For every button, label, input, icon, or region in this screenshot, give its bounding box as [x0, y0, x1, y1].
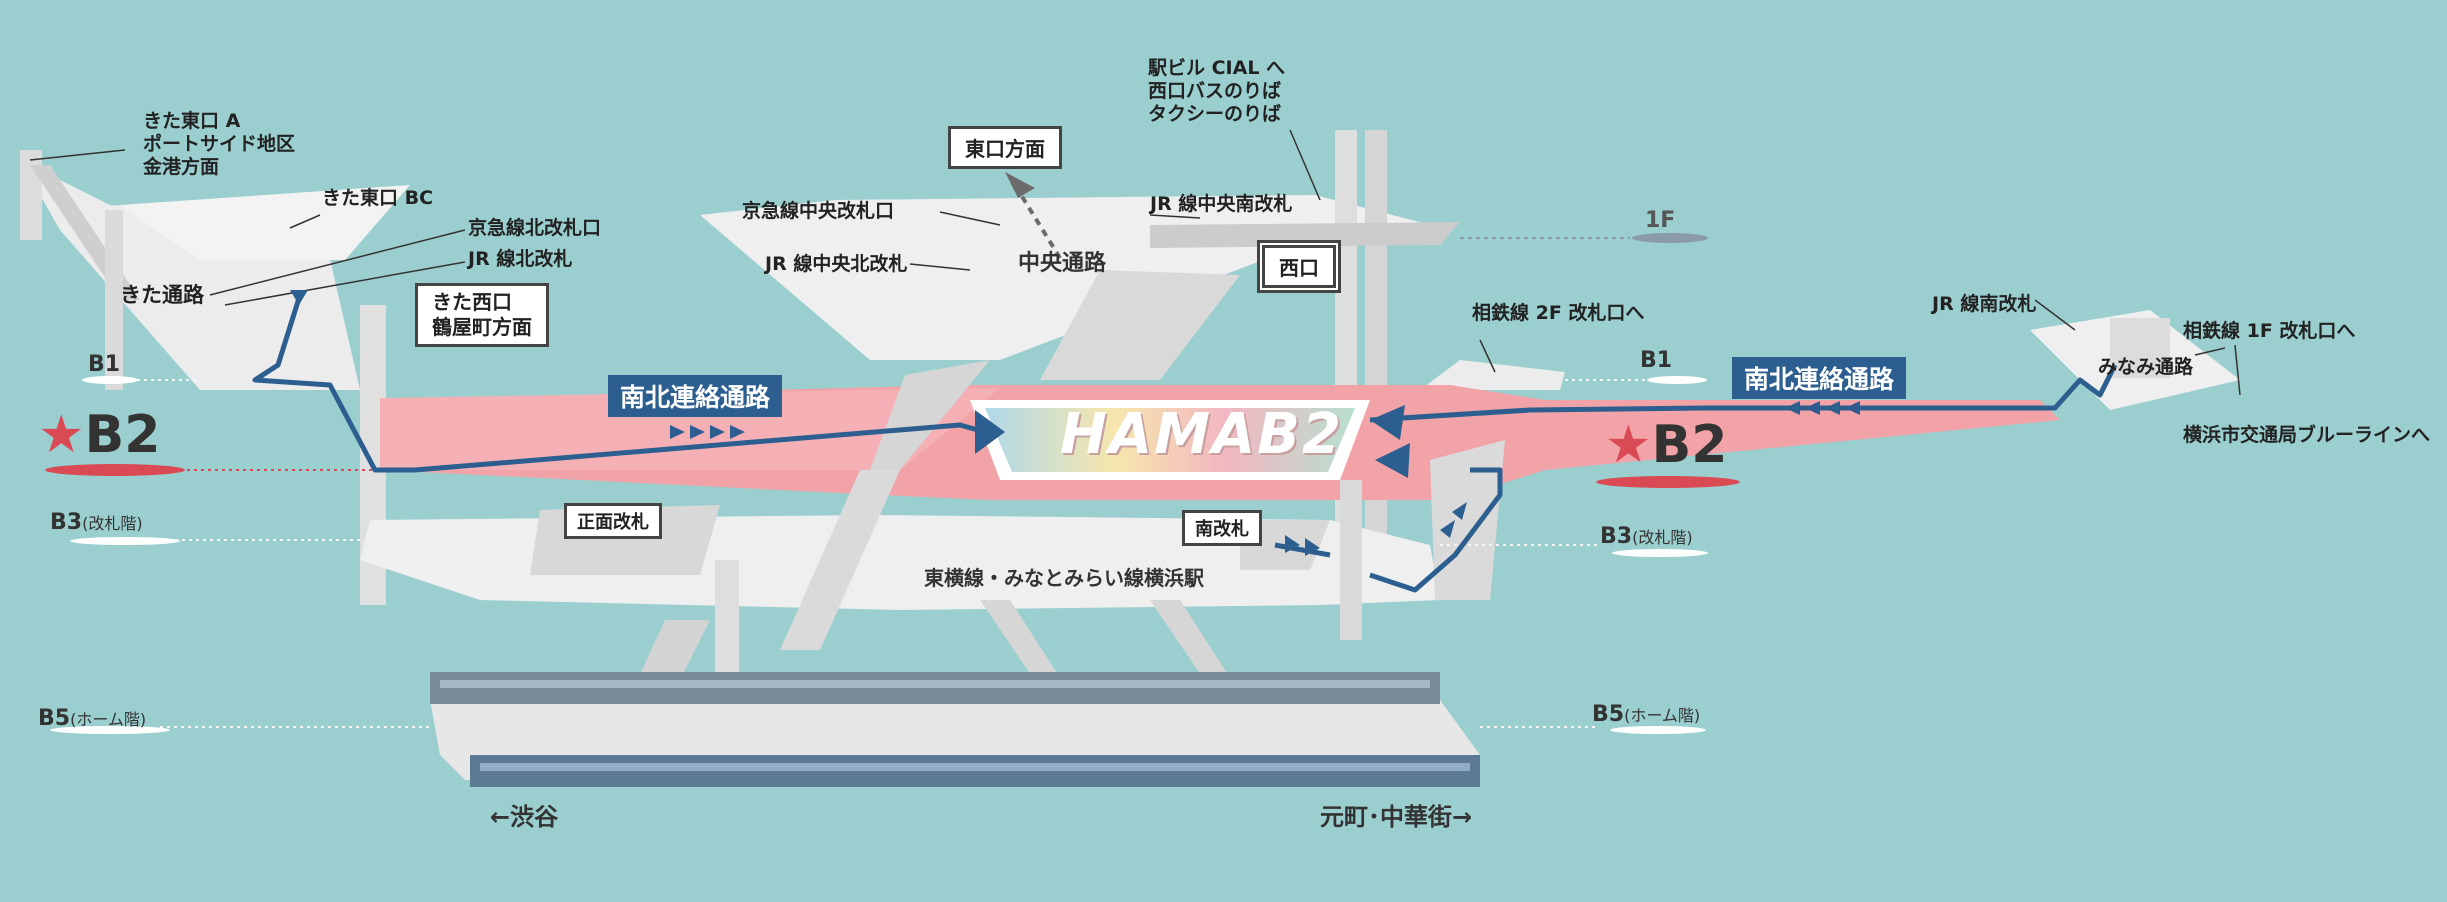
label-jr-central-south: JR 線中央南改札: [1150, 193, 1293, 215]
big-arrow-logo-left: [975, 410, 1005, 454]
banner-north-south-right: 南北連絡通路: [1732, 357, 1907, 399]
label-to-shibuya: ←渋谷: [490, 803, 559, 831]
label-station-bldg-1: 駅ビル CIAL へ: [1148, 57, 1286, 79]
b2-left-marker: [45, 464, 185, 476]
label-kita-higashi-a-3: 金港方面: [143, 156, 220, 178]
floor-1f: 1F: [1645, 208, 1676, 233]
train-upper-windows: [440, 680, 1430, 688]
hamab2-logo: HAMAB2: [1060, 402, 1343, 467]
b5-right-marker: [1610, 726, 1706, 734]
box-south-gate: 南改札: [1182, 510, 1262, 546]
label-station-name: 東横線・みなとみらい線横浜駅: [924, 566, 1204, 590]
chevrons-right-band: [1785, 401, 1860, 415]
route-line-gate: [1274, 542, 1331, 558]
label-jr-north: JR 線北改札: [468, 248, 573, 270]
label-jr-central-north: JR 線中央北改札: [765, 253, 908, 275]
floor-b5-right-sub: (ホーム階): [1624, 706, 1701, 725]
leader-lines: [29, 129, 2241, 396]
escalator-b2-b3-a: [870, 360, 990, 470]
label-keikyu-central: 京急線中央改札口: [742, 200, 895, 222]
label-sotetsu-1f: 相鉄線 1F 改札口へ: [2183, 320, 2356, 342]
box-kita-nishi-line1: きた西口: [432, 290, 512, 314]
box-east-exit: 東口方面: [948, 126, 1062, 169]
floor-b5-left-main: B5: [38, 706, 71, 731]
floor-b2-left-text: B2: [84, 405, 161, 465]
floor-b5-left: B5(ホーム階): [38, 706, 146, 731]
floor-b3-right: B3(改札階): [1600, 524, 1693, 549]
central-escalators: [1040, 270, 1240, 380]
label-kita-higashi-bc: きた東口 BC: [322, 187, 434, 209]
central-pillar: [1340, 480, 1362, 640]
star-icon: ★: [38, 405, 85, 465]
hamab2-panel-inner: [985, 408, 1355, 472]
route-line: [252, 294, 986, 473]
label-keikyu-north: 京急線北改札口: [468, 217, 602, 239]
west-tower-2: [1365, 130, 1387, 600]
box-kita-nishi: きた西口 鶴屋町方面: [415, 283, 549, 347]
east-exit-arrow: [1016, 188, 1062, 260]
b3-left-marker: [70, 537, 180, 545]
label-sotetsu-2f: 相鉄線 2F 改札口へ: [1472, 302, 1645, 324]
floor-b2-right-text: B2: [1651, 415, 1728, 475]
escalator-right: [1430, 440, 1505, 600]
floor-b5-left-sub: (ホーム階): [70, 710, 147, 729]
floor-guide-lines-white: [130, 379, 1650, 728]
floor-b3-right-sub: (改札階): [1632, 528, 1693, 547]
banner-north-south-left: 南北連絡通路: [608, 375, 783, 417]
label-station-bldg-2: 西口バスのりば: [1148, 80, 1282, 102]
floor-b5-right: B5(ホーム階): [1592, 702, 1700, 727]
floor-b1-left: B1: [88, 352, 121, 377]
label-kita-higashi-a-1: きた東口 A: [143, 110, 241, 132]
pillar-left-1: [105, 210, 123, 390]
chevrons-south: [1285, 502, 1467, 556]
label-minami-tsuro: みなみ通路: [2098, 356, 2194, 378]
label-kita-higashi-a-2: ポートサイド地区: [143, 133, 296, 155]
b5-left-marker: [50, 726, 170, 734]
label-to-motomachi: 元町･中華街→: [1320, 803, 1473, 831]
floor-b2-right: ★B2: [1605, 415, 1727, 475]
b2-right-marker: [1596, 476, 1740, 488]
box-kita-nishi-line2: 鶴屋町方面: [432, 315, 532, 339]
label-station-bldg-3: タクシーのりば: [1148, 103, 1282, 125]
floor-b3-left-sub: (改札階): [82, 514, 143, 533]
kita-stair-pillar: [20, 150, 42, 240]
minami-block: [2110, 318, 2170, 378]
kita-concourse-upper: [120, 185, 410, 260]
east-exit-arrowhead: [1005, 172, 1035, 198]
big-arrow-right-1: [1370, 405, 1405, 440]
floor-b3-left-main: B3: [50, 510, 83, 535]
right-b1-slab: [1420, 360, 1565, 390]
b1-left-marker: [82, 376, 138, 384]
b1-right-marker: [1647, 376, 1707, 384]
floor-b5-right-main: B5: [1592, 702, 1625, 727]
b3-right-marker: [1612, 549, 1708, 557]
star-icon-right: ★: [1605, 415, 1652, 475]
train-lower-windows: [480, 763, 1470, 771]
1f-marker: [1632, 233, 1708, 243]
big-arrow-right-2: [1375, 443, 1410, 478]
label-kita-tsuro: きた通路: [120, 283, 204, 307]
route-line-east: [1369, 363, 2118, 423]
box-west-exit: 西口: [1262, 245, 1336, 288]
chevrons-left-band: [670, 425, 745, 439]
floor-b3-right-main: B3: [1600, 524, 1633, 549]
label-blue-line: 横浜市交通局ブルーラインへ: [2183, 424, 2431, 446]
escalator-b3-b5-b: [780, 470, 900, 650]
floor-b3-left: B3(改札階): [50, 510, 143, 535]
label-jr-south: JR 線南改札: [1932, 293, 2037, 315]
floor-b1-right: B1: [1640, 348, 1673, 373]
floor-b2-left: ★B2: [38, 405, 160, 465]
box-main-gate: 正面改札: [564, 503, 662, 539]
arrow-kita-down: [290, 290, 308, 305]
route-line-south: [1369, 467, 1503, 593]
jr-central-south-slab: [1150, 222, 1460, 248]
label-central-passage: 中央通路: [1018, 251, 1107, 276]
